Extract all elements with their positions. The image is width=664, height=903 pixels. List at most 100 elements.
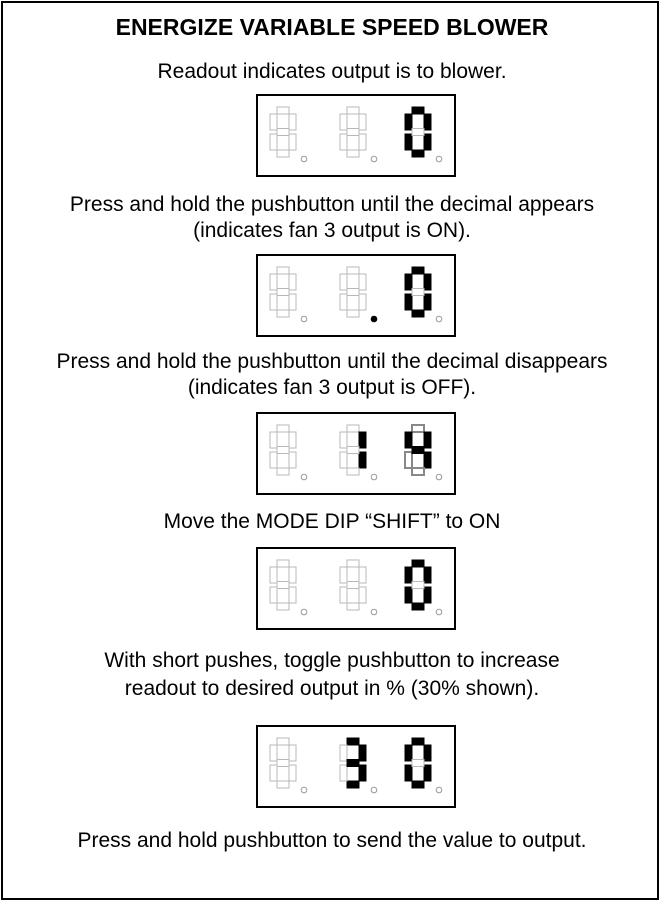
- step-2-text-line-2: (indicates fan 3 output is ON).: [193, 219, 471, 242]
- readout-display-5: [256, 725, 456, 808]
- decimal-point: [370, 473, 378, 481]
- segment-e: [404, 133, 413, 151]
- segment-a: [346, 266, 360, 275]
- segment-g: [411, 581, 425, 589]
- digit-2: [339, 106, 378, 163]
- segment-c: [358, 133, 367, 151]
- segment-g: [411, 759, 425, 767]
- segment-c: [358, 451, 367, 469]
- readout-display-3: [256, 412, 456, 495]
- decimal-point: [300, 473, 308, 481]
- decimal-point: [435, 315, 443, 323]
- segment-b: [423, 566, 432, 584]
- segment-c: [358, 293, 367, 311]
- segment-c: [423, 293, 432, 311]
- segment-e: [404, 451, 413, 469]
- page-title: ENERGIZE VARIABLE SPEED BLOWER: [115, 14, 549, 40]
- decimal-point: [370, 786, 378, 794]
- segment-f: [269, 566, 278, 584]
- digit-3: [404, 424, 443, 481]
- segment-a: [276, 106, 290, 115]
- step-3-text-line-2: (indicates fan 3 output is OFF).: [187, 376, 477, 399]
- segment-e: [339, 586, 348, 604]
- step-5-text-line-2: readout to desired output in % (30% show…: [124, 677, 540, 700]
- decimal-point: [300, 315, 308, 323]
- segment-d: [276, 149, 290, 158]
- segment-f: [404, 113, 413, 131]
- segment-a: [346, 106, 360, 115]
- segment-a: [276, 737, 290, 746]
- digit-3: [404, 106, 443, 163]
- decimal-point: [370, 315, 378, 323]
- segment-d: [346, 309, 360, 318]
- decimal-point: [435, 473, 443, 481]
- segment-d: [411, 149, 425, 158]
- segment-f: [339, 273, 348, 291]
- segment-a: [411, 737, 425, 746]
- segment-g: [276, 581, 290, 589]
- seven-segment-readout: [269, 737, 443, 794]
- decimal-point: [370, 155, 378, 163]
- step-6-text: Press and hold pushbutton to send the va…: [77, 829, 587, 852]
- segment-c: [358, 764, 367, 782]
- segment-e: [339, 451, 348, 469]
- segment-g: [346, 581, 360, 589]
- segment-e: [404, 764, 413, 782]
- digit-3: [404, 266, 443, 323]
- step-2-text-line-1: Press and hold the pushbutton until the …: [69, 193, 595, 216]
- digit-2: [339, 559, 378, 616]
- segment-e: [339, 133, 348, 151]
- segment-f: [339, 113, 348, 131]
- segment-b: [423, 273, 432, 291]
- segment-d: [346, 467, 360, 476]
- segment-d: [411, 467, 425, 476]
- segment-f: [404, 744, 413, 762]
- segment-b: [358, 431, 367, 449]
- segment-d: [411, 780, 425, 789]
- segment-a: [411, 266, 425, 275]
- segment-a: [411, 106, 425, 115]
- segment-b: [423, 744, 432, 762]
- digit-1: [269, 106, 308, 163]
- segment-d: [276, 602, 290, 611]
- segment-b: [423, 113, 432, 131]
- segment-a: [411, 424, 425, 433]
- decimal-point: [435, 155, 443, 163]
- segment-g: [276, 288, 290, 296]
- segment-d: [346, 602, 360, 611]
- segment-b: [358, 566, 367, 584]
- segment-g: [346, 446, 360, 454]
- segment-b: [288, 566, 297, 584]
- readout-display-1: [256, 94, 456, 177]
- segment-e: [269, 451, 278, 469]
- segment-a: [346, 559, 360, 568]
- segment-g: [411, 288, 425, 296]
- segment-c: [423, 451, 432, 469]
- decimal-point: [435, 608, 443, 616]
- segment-d: [276, 780, 290, 789]
- segment-f: [269, 113, 278, 131]
- seven-segment-readout: [269, 559, 443, 616]
- segment-e: [404, 586, 413, 604]
- segment-b: [358, 273, 367, 291]
- decimal-point: [300, 155, 308, 163]
- digit-2: [339, 424, 378, 481]
- readout-display-2: [256, 254, 456, 337]
- segment-c: [288, 451, 297, 469]
- seven-segment-readout: [269, 266, 443, 323]
- segment-d: [346, 780, 360, 789]
- segment-g: [411, 128, 425, 136]
- digit-2: [339, 266, 378, 323]
- segment-c: [288, 586, 297, 604]
- step-5-text-line-1: With short pushes, toggle pushbutton to …: [104, 649, 560, 672]
- segment-b: [358, 113, 367, 131]
- segment-c: [358, 586, 367, 604]
- segment-g: [411, 446, 425, 454]
- segment-e: [339, 764, 348, 782]
- segment-a: [346, 737, 360, 746]
- segment-d: [276, 467, 290, 476]
- segment-a: [276, 424, 290, 433]
- segment-b: [288, 113, 297, 131]
- decimal-point: [435, 786, 443, 794]
